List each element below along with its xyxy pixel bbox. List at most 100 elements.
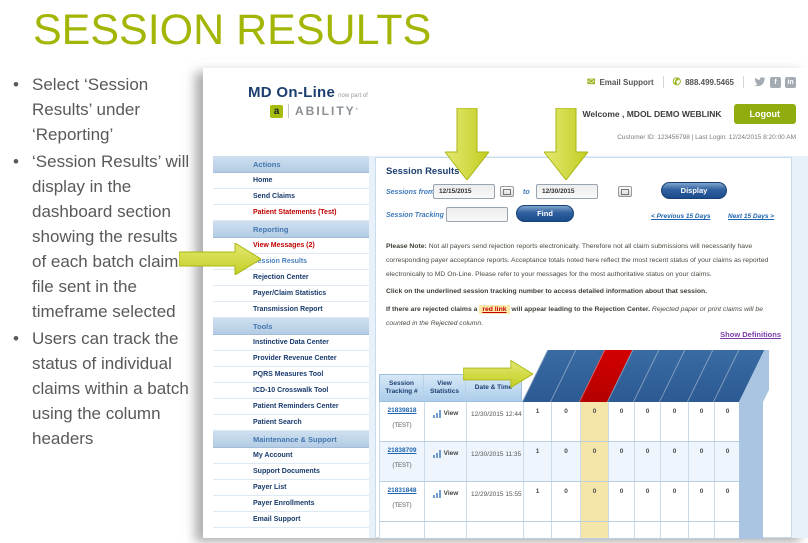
sidebar-item-transmission-report[interactable]: Transmission Report xyxy=(213,302,369,318)
to-calendar-button[interactable] xyxy=(618,186,632,197)
email-support-link[interactable]: Email Support xyxy=(599,77,654,87)
sidebar-item-patient-statements[interactable]: Patient Statements (Test) xyxy=(213,205,369,221)
cell-accepted: 0 xyxy=(608,482,634,521)
bar-chart-icon xyxy=(432,410,441,418)
cell-in-process: 0 xyxy=(551,482,580,521)
sidebar-item-payer-claim-statistics[interactable]: Payer/Claim Statistics xyxy=(213,286,369,302)
sessions-from-label: Sessions from: xyxy=(386,189,437,196)
sidebar-item-payer-list[interactable]: Payer List xyxy=(213,480,369,496)
sidebar-item-icd10-crosswalk-tool[interactable]: ICD-10 Crosswalk Tool xyxy=(213,383,369,399)
next-15-days-link[interactable]: Next 15 Days > xyxy=(728,213,775,220)
phone-icon: ✆ xyxy=(672,76,682,88)
sidebar-item-my-account[interactable]: My Account xyxy=(213,448,369,464)
logo-ability-text: ABILITY xyxy=(288,104,356,118)
sidebar-section-maintenance-support: Maintenance & Support xyxy=(213,431,369,448)
facebook-icon[interactable]: f xyxy=(770,76,781,88)
sidebar: Actions Home Send Claims Patient Stateme… xyxy=(203,156,369,538)
bullet-item: Users can track the status of individual… xyxy=(8,326,194,451)
display-button[interactable]: Display xyxy=(661,182,727,199)
cell-print-mail: 0 xyxy=(660,442,688,481)
table-row: 21838709 (TEST) View 12/30/2015 11:35 1 0… xyxy=(379,442,739,482)
twitter-icon[interactable] xyxy=(753,76,766,88)
bar-chart-icon xyxy=(432,490,441,498)
sidebar-item-rejection-center[interactable]: Rejection Center xyxy=(213,270,369,286)
customer-info-line: Customer ID: 123456798 | Last Login: 12/… xyxy=(617,134,796,141)
cell-other: 0 xyxy=(714,482,740,521)
table-row-partial xyxy=(379,522,739,539)
trademark-mark: * xyxy=(355,108,359,114)
cell-rejected-resolved: 0 xyxy=(580,442,608,481)
utility-bar: ✉ Email Support ✆ 888.499.5465 f in xyxy=(587,76,796,88)
previous-15-days-link[interactable]: < Previous 15 Days xyxy=(651,213,711,220)
header-view-statistics: View Statistics xyxy=(423,375,465,401)
cell-total: 1 xyxy=(523,482,551,521)
cell-other: 0 xyxy=(714,442,740,481)
sidebar-item-email-support[interactable]: Email Support xyxy=(213,512,369,528)
logout-button[interactable]: Logout xyxy=(733,104,796,124)
from-calendar-button[interactable] xyxy=(500,186,514,197)
bullet-item: Select ‘Session Results’ under ‘Reportin… xyxy=(8,72,194,147)
click-instruction-text: Click on the underlined session tracking… xyxy=(386,288,708,295)
test-suffix: (TEST) xyxy=(392,463,412,469)
header-session-tracking[interactable]: Session Tracking # xyxy=(385,380,418,395)
rejected-claims-italic-note: Rejected paper or print claims will be c… xyxy=(386,306,763,327)
page-title: SESSION RESULTS xyxy=(33,6,432,54)
app-body: Actions Home Send Claims Patient Stateme… xyxy=(203,156,808,539)
cell-print-mail: 0 xyxy=(660,402,688,441)
session-results-table: Total In Process Rejected / Resolved Acc… xyxy=(379,350,769,539)
sidebar-item-home[interactable]: Home xyxy=(213,173,369,189)
bullet-list: Select ‘Session Results’ under ‘Reportin… xyxy=(8,72,194,453)
cell-acknowledged: 0 xyxy=(634,402,660,441)
sidebar-menu: Actions Home Send Claims Patient Stateme… xyxy=(213,156,369,528)
envelope-icon: ✉ xyxy=(587,76,596,88)
table-end-cap-column xyxy=(739,402,763,539)
cell-acknowledged: 0 xyxy=(634,482,660,521)
cell-unprocessed: 0 xyxy=(688,402,714,441)
session-tracking-label: Session Tracking # xyxy=(386,212,450,219)
date-time-cell: 12/30/2015 11:35 xyxy=(466,442,523,481)
bar-chart-icon xyxy=(432,450,441,458)
logo-mdonline-text: MD On-Line xyxy=(248,84,336,101)
linkedin-icon[interactable]: in xyxy=(785,76,796,88)
date-time-cell: 12/30/2015 12:44 xyxy=(466,402,523,441)
sidebar-item-send-claims[interactable]: Send Claims xyxy=(213,189,369,205)
sidebar-item-patient-reminders-center[interactable]: Patient Reminders Center xyxy=(213,399,369,415)
view-statistics-link[interactable]: View xyxy=(443,490,459,497)
cell-accepted: 0 xyxy=(608,442,634,481)
session-tracking-input[interactable] xyxy=(446,207,508,222)
cell-unprocessed: 0 xyxy=(688,442,714,481)
red-link[interactable]: red link xyxy=(479,305,510,314)
cell-rejected-resolved: 0 xyxy=(580,482,608,521)
find-button[interactable]: Find xyxy=(516,205,574,222)
sidebar-item-view-messages[interactable]: View Messages (2) xyxy=(213,238,369,254)
cell-unprocessed: 0 xyxy=(688,482,714,521)
view-statistics-link[interactable]: View xyxy=(443,450,459,457)
cell-print-mail: 0 xyxy=(660,482,688,521)
cell-in-process: 0 xyxy=(551,442,580,481)
sidebar-item-support-documents[interactable]: Support Documents xyxy=(213,464,369,480)
panel-title: Session Results xyxy=(386,166,460,177)
sidebar-item-pqrs-measures-tool[interactable]: PQRS Measures Tool xyxy=(213,367,369,383)
to-label: to xyxy=(523,189,530,196)
session-tracking-link[interactable]: 21831848 xyxy=(387,487,417,494)
test-suffix: (TEST) xyxy=(392,503,412,509)
sidebar-item-patient-search[interactable]: Patient Search xyxy=(213,415,369,431)
sidebar-section-actions: Actions xyxy=(213,156,369,173)
sidebar-item-instinctive-data-center[interactable]: Instinctive Data Center xyxy=(213,335,369,351)
please-note-paragraph: Please Note: Not all payers send rejecti… xyxy=(386,240,784,282)
sidebar-section-tools: Tools xyxy=(213,318,369,335)
show-definitions-link[interactable]: Show Definitions xyxy=(720,330,781,339)
from-date-input[interactable] xyxy=(433,184,495,199)
to-date-input[interactable] xyxy=(536,184,598,199)
session-tracking-link[interactable]: 21838709 xyxy=(387,447,417,454)
cell-total: 1 xyxy=(523,442,551,481)
header-date-time[interactable]: Date & Time xyxy=(465,375,521,401)
bullet-text: ‘Session Results’ will display in the da… xyxy=(32,152,190,321)
sidebar-item-provider-revenue-center[interactable]: Provider Revenue Center xyxy=(213,351,369,367)
session-tracking-link[interactable]: 21839818 xyxy=(387,407,417,414)
view-statistics-link[interactable]: View xyxy=(443,410,459,417)
sidebar-item-payer-enrollments[interactable]: Payer Enrollments xyxy=(213,496,369,512)
table-row: 21831848(TEST) View 12/29/2015 15:55 1 0… xyxy=(379,482,739,522)
